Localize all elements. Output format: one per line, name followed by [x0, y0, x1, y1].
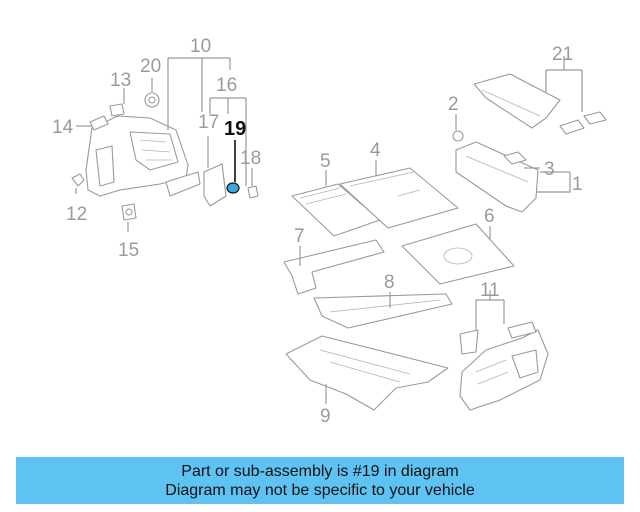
callout-2: 2 — [448, 94, 459, 115]
callout-8: 8 — [384, 272, 395, 293]
floor-9 — [285, 335, 449, 411]
callout-10: 10 — [190, 36, 211, 57]
panel-4 — [339, 167, 459, 229]
bracket-14 — [89, 115, 109, 131]
callout-9: 9 — [320, 406, 331, 427]
cover-17 — [203, 163, 227, 207]
tray-7 — [283, 239, 385, 295]
rail-8 — [313, 293, 453, 329]
sill-plate-1 — [455, 141, 539, 213]
banner-line-2: Diagram may not be specific to your vehi… — [165, 482, 475, 499]
callout-11: 11 — [480, 280, 500, 301]
callout-19: 19 — [224, 118, 246, 140]
clip-2 — [452, 130, 464, 142]
retainer-20 — [144, 92, 160, 108]
callout-5: 5 — [320, 151, 331, 172]
callout-4: 4 — [370, 140, 381, 161]
clip-13 — [109, 103, 125, 117]
clip-3 — [503, 151, 527, 165]
callout-13: 13 — [110, 70, 131, 91]
quarter-trim-panel-right — [459, 329, 549, 411]
fastener-15 — [121, 203, 137, 221]
callout-16: 16 — [216, 75, 237, 96]
callout-15: 15 — [118, 240, 139, 261]
parts-diagram: 1 2 3 4 5 6 7 8 9 10 11 12 13 14 15 16 1… — [52, 36, 607, 427]
banner-line-1: Part or sub-assembly is #19 in diagram — [181, 463, 459, 480]
callout-6: 6 — [484, 206, 495, 227]
clip-21a — [559, 119, 585, 135]
callout-20: 20 — [140, 56, 161, 77]
mat-6 — [401, 223, 515, 285]
callout-12: 12 — [66, 204, 87, 225]
callout-21: 21 — [552, 44, 573, 65]
callout-18: 18 — [240, 148, 261, 169]
clip-11b — [507, 321, 537, 339]
clip-12 — [71, 173, 85, 187]
info-banner: Part or sub-assembly is #19 in diagram D… — [16, 457, 624, 504]
callout-3: 3 — [544, 159, 555, 180]
highlighted-part-19 — [226, 182, 240, 194]
screw-18 — [247, 185, 259, 199]
callout-1: 1 — [572, 174, 583, 195]
clip-21b — [583, 111, 607, 125]
callout-17: 17 — [198, 112, 219, 133]
callout-7: 7 — [294, 226, 305, 247]
callout-14: 14 — [52, 117, 74, 138]
cover-21 — [473, 73, 561, 129]
clip-11a — [459, 329, 479, 355]
quarter-trim-panel-left — [85, 115, 201, 197]
